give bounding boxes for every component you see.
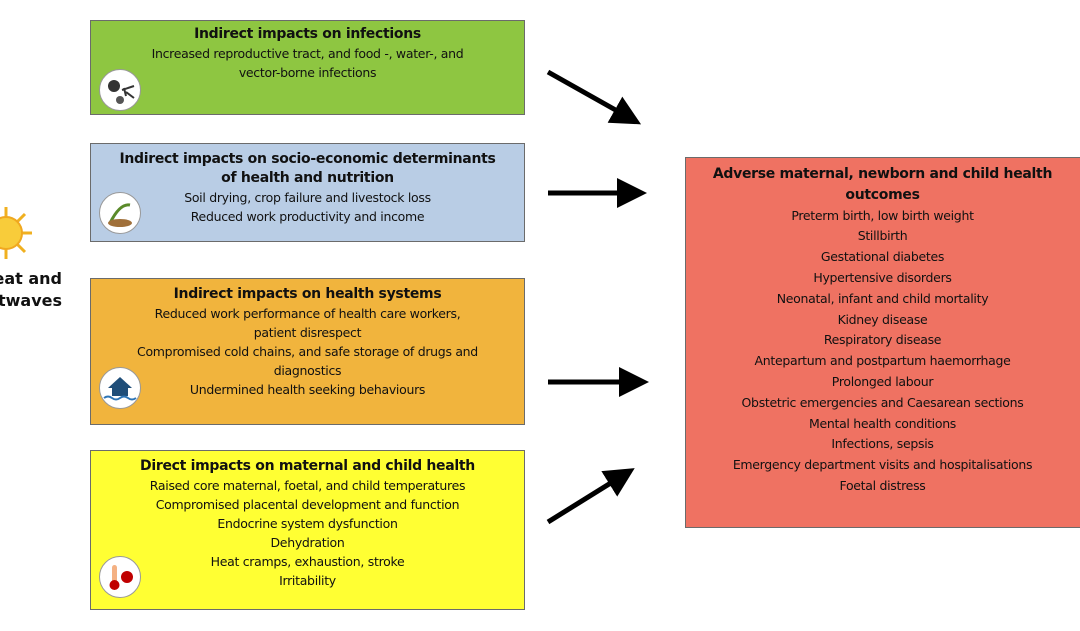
box-title: Indirect impacts on socio-economic deter… xyxy=(119,151,496,167)
outcome-item: Hypertensive disorders xyxy=(813,269,952,285)
exposure-line: heatwaves xyxy=(0,291,62,310)
outcome-item: Antepartum and postpartum haemorrhage xyxy=(754,353,1011,369)
box-line: Dehydration xyxy=(270,535,345,550)
thermometer-sun-icon xyxy=(99,556,141,598)
outcome-item: Foetal distress xyxy=(839,477,926,493)
outcome-item: Obstetric emergencies and Caesarean sect… xyxy=(741,394,1024,410)
box-line: Raised core maternal, foetal, and child … xyxy=(149,478,466,493)
socioeconomic-box: Indirect impacts on socio-economic deter… xyxy=(90,143,525,242)
box-line: diagnostics xyxy=(273,363,342,378)
box-line: vector-borne infections xyxy=(238,65,377,80)
outcome-item: Mental health conditions xyxy=(808,415,957,431)
outcomes-box: Adverse maternal, newborn and child heal… xyxy=(685,157,1080,528)
exposure-label: Heat and heatwaves xyxy=(0,268,62,312)
box-line: Increased reproductive tract, and food -… xyxy=(151,46,464,61)
outcome-item: Gestational diabetes xyxy=(820,249,945,265)
box-line: Reduced work productivity and income xyxy=(190,209,425,224)
sun-icon xyxy=(0,207,32,259)
box-line: Irritability xyxy=(279,573,336,588)
box-line: Heat cramps, exhaustion, stroke xyxy=(210,554,405,569)
box-title: of health and nutrition xyxy=(221,170,394,186)
box-line: Soil drying, crop failure and livestock … xyxy=(184,190,431,205)
box-title: Direct impacts on maternal and child hea… xyxy=(140,458,475,474)
outcome-item: Emergency department visits and hospital… xyxy=(732,457,1033,473)
outcome-item: Prolonged labour xyxy=(831,373,934,389)
outcome-item: Infections, sepsis xyxy=(831,436,934,452)
outcome-item: Preterm birth, low birth weight xyxy=(791,207,974,223)
infections-box: Indirect impacts on infections Increased… xyxy=(90,20,525,115)
box-title: Indirect impacts on health systems xyxy=(173,286,442,302)
health-systems-box: Indirect impacts on health systems Reduc… xyxy=(90,278,525,425)
box-line: Compromised placental development and fu… xyxy=(155,497,460,512)
arrow-direct xyxy=(546,468,635,525)
outcome-item: Stillbirth xyxy=(857,228,908,244)
box-line: patient disrespect xyxy=(253,325,362,340)
outcomes-title: outcomes xyxy=(845,186,920,203)
outcome-item: Kidney disease xyxy=(837,311,928,327)
exposure-line: Heat and xyxy=(0,269,62,288)
box-line: Endocrine system dysfunction xyxy=(217,516,398,531)
pathogen-mosquito-icon xyxy=(99,69,141,111)
flooded-house-icon xyxy=(99,367,141,409)
direct-impacts-box: Direct impacts on maternal and child hea… xyxy=(90,450,525,610)
box-title: Indirect impacts on infections xyxy=(194,26,421,42)
outcome-item: Neonatal, infant and child mortality xyxy=(776,290,989,306)
arrow-infections xyxy=(546,69,642,125)
box-line: Reduced work performance of health care … xyxy=(154,306,461,321)
box-line: Undermined health seeking behaviours xyxy=(189,382,426,397)
box-line: Compromised cold chains, and safe storag… xyxy=(137,344,478,359)
outcome-item: Respiratory disease xyxy=(823,332,942,348)
agriculture-icon xyxy=(99,192,141,234)
outcomes-title: Adverse maternal, newborn and child heal… xyxy=(712,166,1053,182)
